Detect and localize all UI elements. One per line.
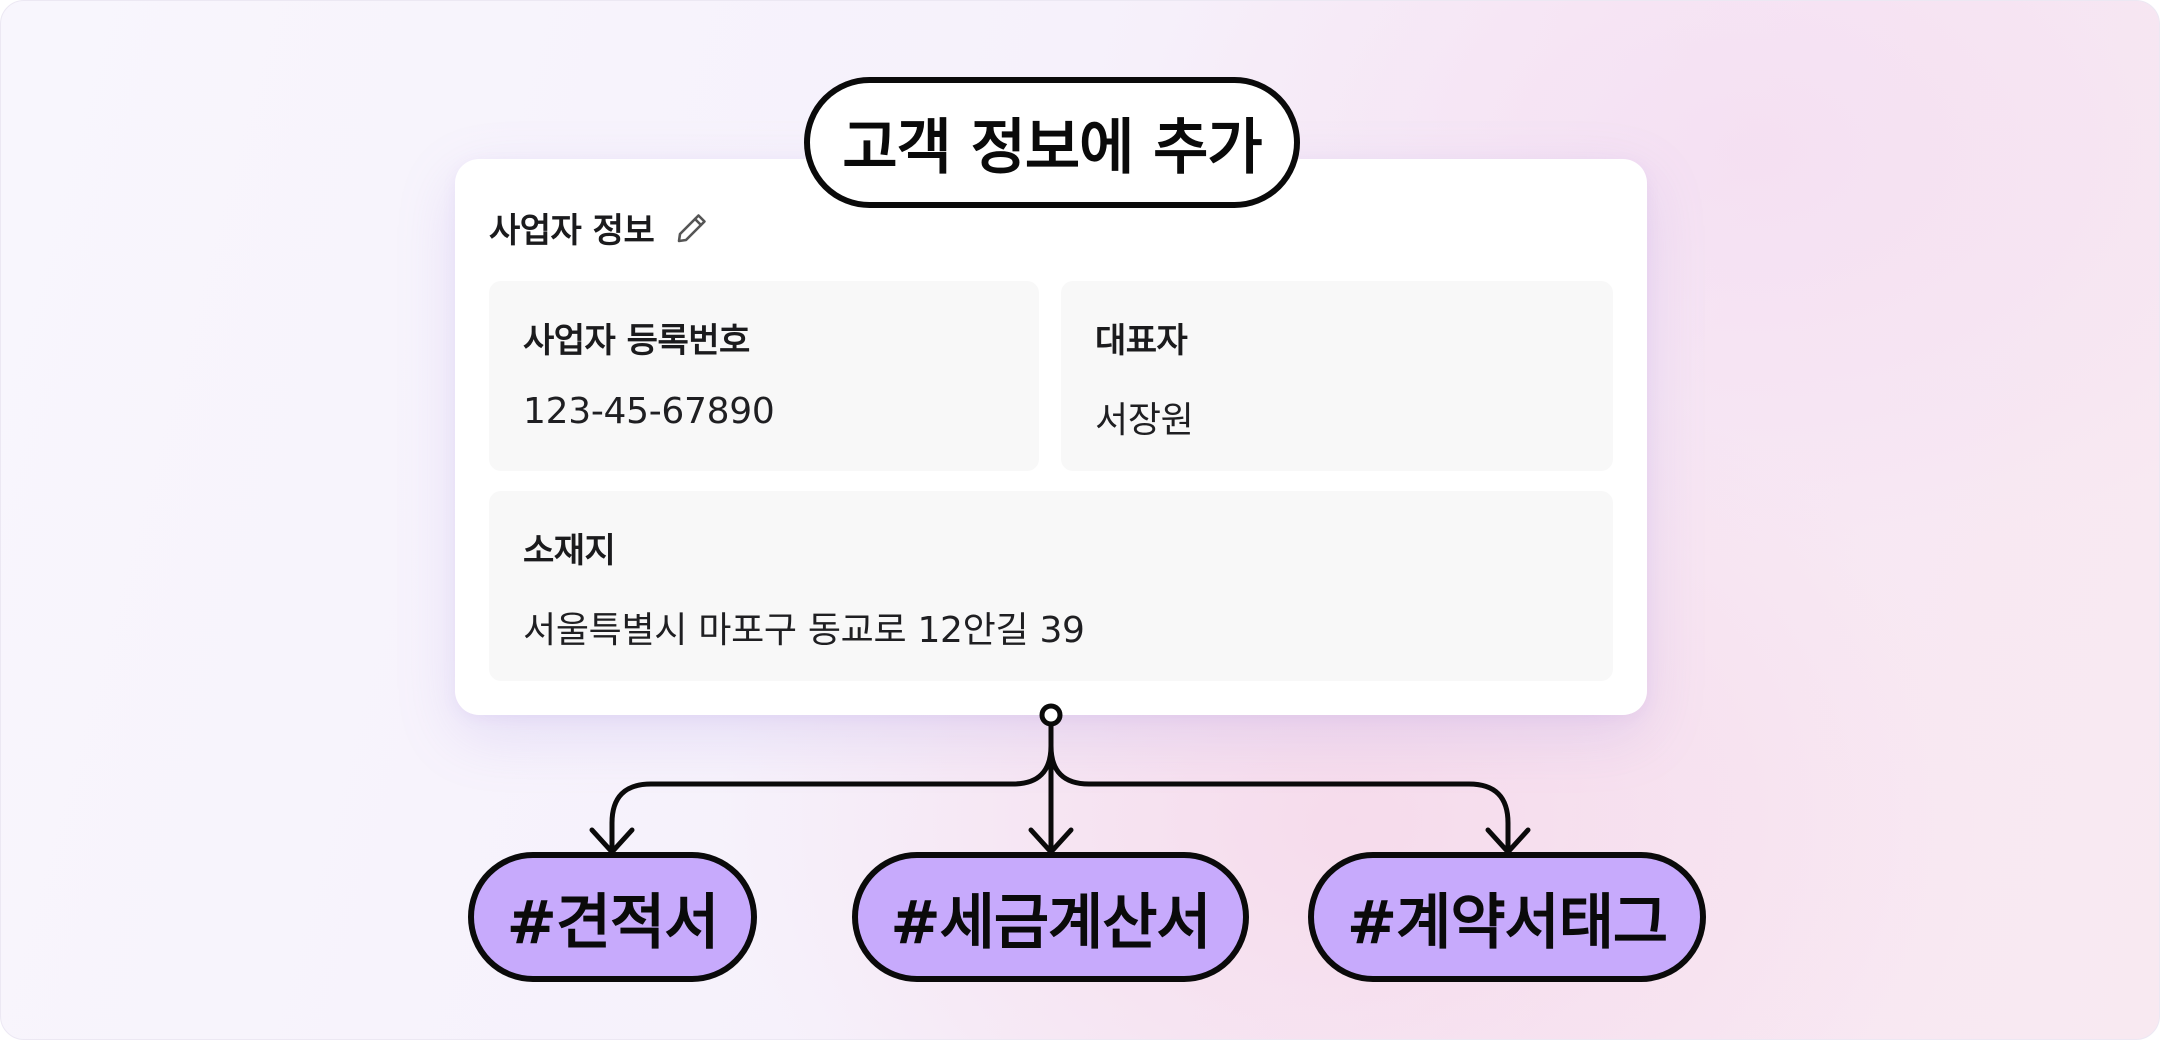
address-field: 소재지 서울특별시 마포구 동교로 12안길 39 xyxy=(489,491,1613,681)
registration-number-label: 사업자 등록번호 xyxy=(523,321,750,361)
representative-value: 서장원 xyxy=(1095,400,1194,441)
tag-estimate: #견적서 xyxy=(468,852,757,982)
registration-number-value: 123-45-67890 xyxy=(523,391,775,432)
arrowhead-2 xyxy=(1028,827,1074,855)
connector-to-tag-1 xyxy=(609,718,1054,854)
connector-to-tag-3 xyxy=(1048,718,1511,854)
representative-field: 대표자 서장원 xyxy=(1061,281,1613,471)
registration-number-field: 사업자 등록번호 123-45-67890 xyxy=(489,281,1039,471)
tag-tax-invoice: #세금계산서 xyxy=(852,852,1249,982)
tag-contract: #계약서태그 xyxy=(1308,852,1706,982)
arrowhead-3 xyxy=(1485,827,1531,855)
pencil-icon[interactable] xyxy=(674,210,710,246)
business-info-card: 사업자 정보 사업자 등록번호 123-45-67890 대표자 서장원 소재지… xyxy=(455,159,1647,715)
address-value: 서울특별시 마포구 동교로 12안길 39 xyxy=(523,610,1085,651)
arrowhead-1 xyxy=(589,827,635,855)
address-label: 소재지 xyxy=(523,531,616,571)
card-title: 사업자 정보 xyxy=(489,211,655,251)
card-header: 사업자 정보 xyxy=(489,203,710,252)
representative-label: 대표자 xyxy=(1095,321,1188,361)
add-to-customer-info-pill: 고객 정보에 추가 xyxy=(804,77,1300,208)
